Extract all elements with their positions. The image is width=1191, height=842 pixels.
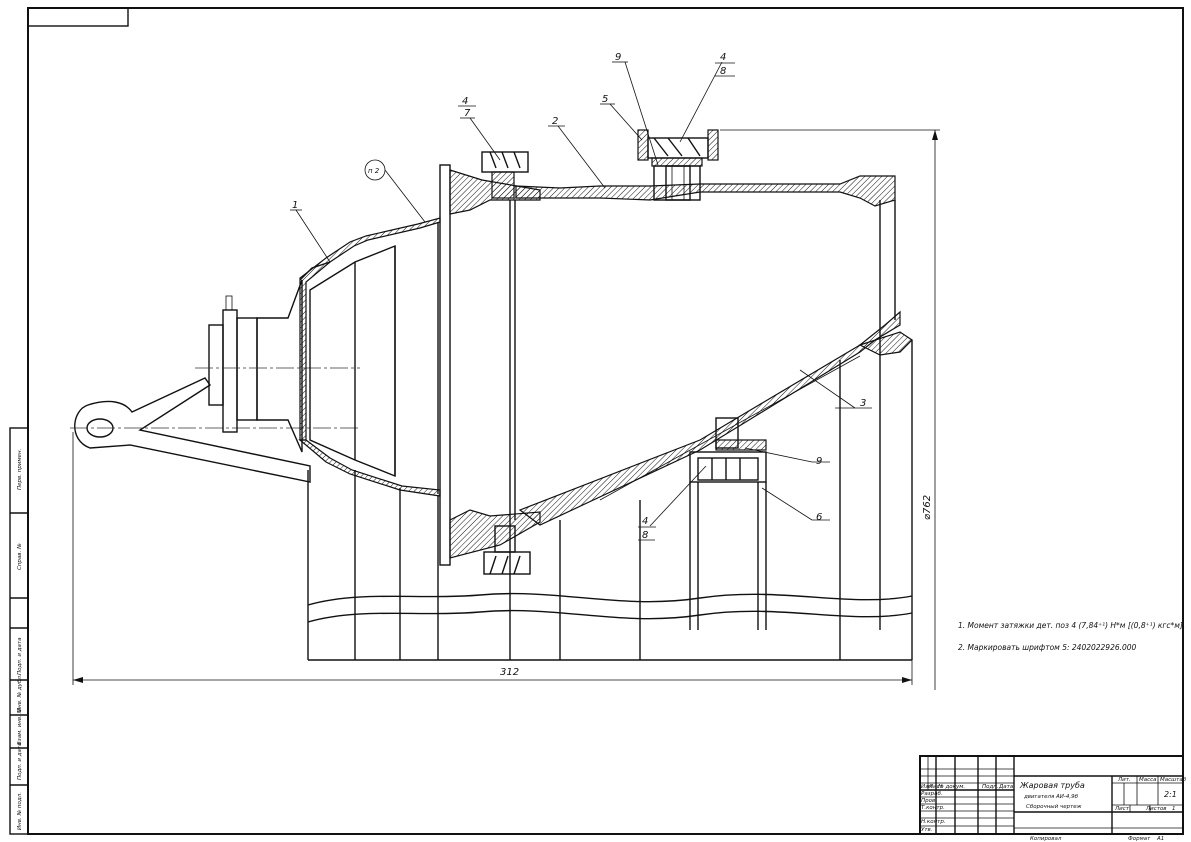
side-strip-label: Перв. примен. [17, 448, 23, 490]
title-block: Изм Лист № докум. Подп. Дата Разраб. Про… [919, 755, 1187, 842]
dimension-diameter-label: ⌀762 [922, 495, 933, 520]
leader-lines [290, 61, 872, 541]
tb-scale-value: 2:1 [1164, 790, 1177, 799]
sheet-frame [9, 7, 1184, 835]
swirler-body [195, 279, 360, 453]
tb-title: Жаровая труба [1019, 781, 1085, 790]
callout-2: 2 [552, 116, 558, 127]
side-strip-label: Инв. № дубл. [17, 674, 23, 712]
tb-sheet: Лист [1114, 806, 1130, 812]
side-strip-labels: Инв. № подл. Подп. и дата Взам. инв. № И… [17, 448, 23, 830]
callout-4: 4 [642, 516, 648, 527]
callout-9: 9 [816, 456, 822, 467]
tb-role: Т.контр. [921, 805, 945, 811]
tb-header-list: Лист [928, 784, 944, 790]
inner-cone [518, 310, 913, 526]
tb-role: Пров. [921, 798, 937, 804]
detail-callout: п 2 [368, 167, 380, 175]
tb-format-value: А1 [1156, 836, 1164, 842]
tb-subtitle: двигателя АИ-4,9б [1023, 794, 1079, 800]
tb-header-date: Дата [998, 784, 1014, 790]
callout-4-sub: 7 [464, 108, 471, 119]
callout-9: 9 [615, 52, 621, 63]
dimension-length-label: 312 [500, 667, 519, 678]
tb-header-doc: № докум. [937, 784, 965, 790]
tb-doc-type: Сборочный чертеж [1026, 804, 1082, 810]
callout-6: 6 [816, 512, 822, 523]
dimension-length: 312 [72, 432, 913, 685]
tb-sheets-count: 1 [1172, 806, 1176, 812]
break-lines [307, 592, 913, 661]
shell-walls [307, 340, 913, 660]
left-flange-assembly [439, 151, 541, 575]
tb-role: Разраб. [921, 791, 943, 797]
tb-copied: Копировал [1030, 836, 1062, 842]
outer-liner-shell [515, 175, 896, 630]
tb-role: Утв. [921, 827, 933, 833]
callout-1: 1 [292, 200, 298, 211]
callout-4-sub: 8 [642, 530, 648, 541]
tb-role: Н.контр. [921, 819, 946, 825]
side-strip-label: Подп. и дата [17, 742, 23, 780]
combustion-liner-section: 312 ⌀762 1 2 3 4 [70, 52, 940, 690]
callout-5: 5 [602, 94, 608, 105]
dimension-diameter: ⌀762 [720, 129, 940, 690]
callout-4: 4 [720, 52, 726, 63]
callout-4: 4 [462, 96, 468, 107]
callout-labels: 1 2 3 4 7 4 8 4 8 5 6 9 9 п 2 [292, 52, 866, 541]
callout-3: 3 [860, 398, 866, 409]
tb-col-lit: Лит. [1117, 777, 1131, 783]
tb-col-scale: Масштаб [1160, 777, 1187, 783]
tb-col-mass: Масса [1139, 777, 1157, 783]
tb-format: Формат [1128, 836, 1151, 842]
tb-header-sign: Подп. [982, 784, 999, 790]
note-1: 1. Момент затяжки дет. поз 4 (7,84⁺¹) Н*… [958, 621, 1185, 630]
tb-sheets: Листов [1145, 806, 1167, 812]
front-dome [298, 217, 441, 497]
eye-lug-bracket [70, 377, 360, 483]
lower-boss-assembly [689, 417, 767, 630]
side-strip-label: Справ. № [17, 543, 23, 570]
callout-4-sub: 8 [720, 66, 726, 77]
note-2: 2. Маркировать шрифтом 5: 2402022926.000 [958, 643, 1137, 652]
top-boss-assembly [637, 129, 719, 201]
side-strip-label: Инв. № подл. [17, 792, 23, 830]
tb-header-izm: Изм [921, 784, 932, 790]
technical-notes: 1. Момент затяжки дет. поз 4 (7,84⁺¹) Н*… [958, 621, 1185, 652]
side-strip-label: Подп. и дата [17, 637, 23, 675]
side-strip-label: Взам. инв. № [17, 707, 23, 745]
